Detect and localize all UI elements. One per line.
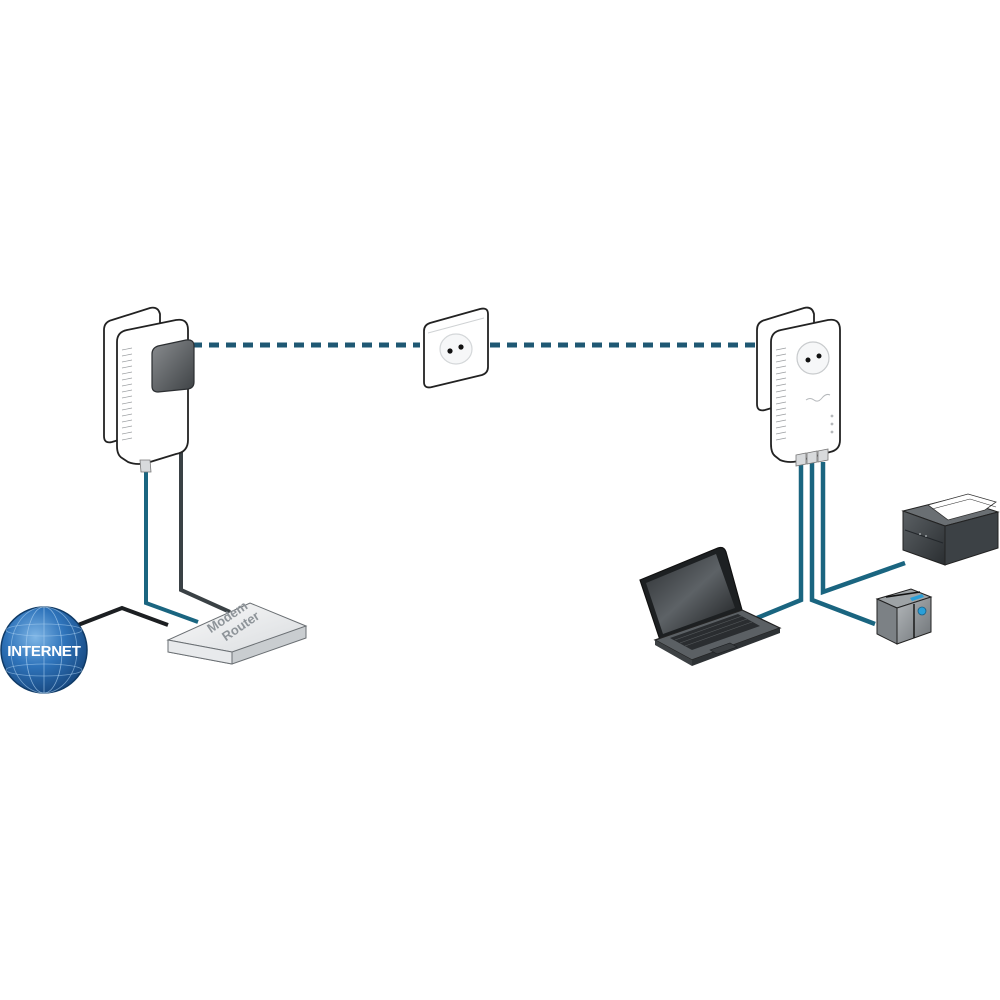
pass-through-socket-icon — [796, 341, 830, 375]
led-indicators — [830, 414, 834, 434]
ethernet-cable-left — [144, 470, 199, 624]
brand-logo-icon — [805, 393, 831, 402]
storage-disk-icon — [910, 594, 924, 601]
network-storage-icon — [875, 588, 933, 645]
powerline-adapter-left — [103, 306, 195, 473]
power-plug-icon — [151, 339, 195, 393]
powerline-adapter-right — [756, 306, 841, 467]
keyboard-keys — [674, 615, 753, 647]
ethernet-cable-laptop — [756, 462, 804, 621]
ethernet-port-icon — [139, 459, 152, 473]
vent-lines — [121, 347, 133, 441]
internet-cable — [77, 605, 169, 627]
vent-lines — [775, 347, 787, 441]
power-button-icon — [917, 606, 927, 616]
ethernet-ports-icon — [795, 448, 829, 467]
modem-router-icon: Modem Router — [166, 598, 308, 665]
internet-globe-icon: INTERNET — [0, 606, 88, 694]
laptop-icon — [639, 546, 782, 666]
ethernet-cable-nas — [809, 462, 876, 627]
wall-socket-icon — [423, 307, 489, 389]
internet-label: INTERNET — [7, 643, 80, 660]
ethernet-cable-printer — [820, 462, 906, 596]
printer-icon — [901, 493, 1000, 566]
